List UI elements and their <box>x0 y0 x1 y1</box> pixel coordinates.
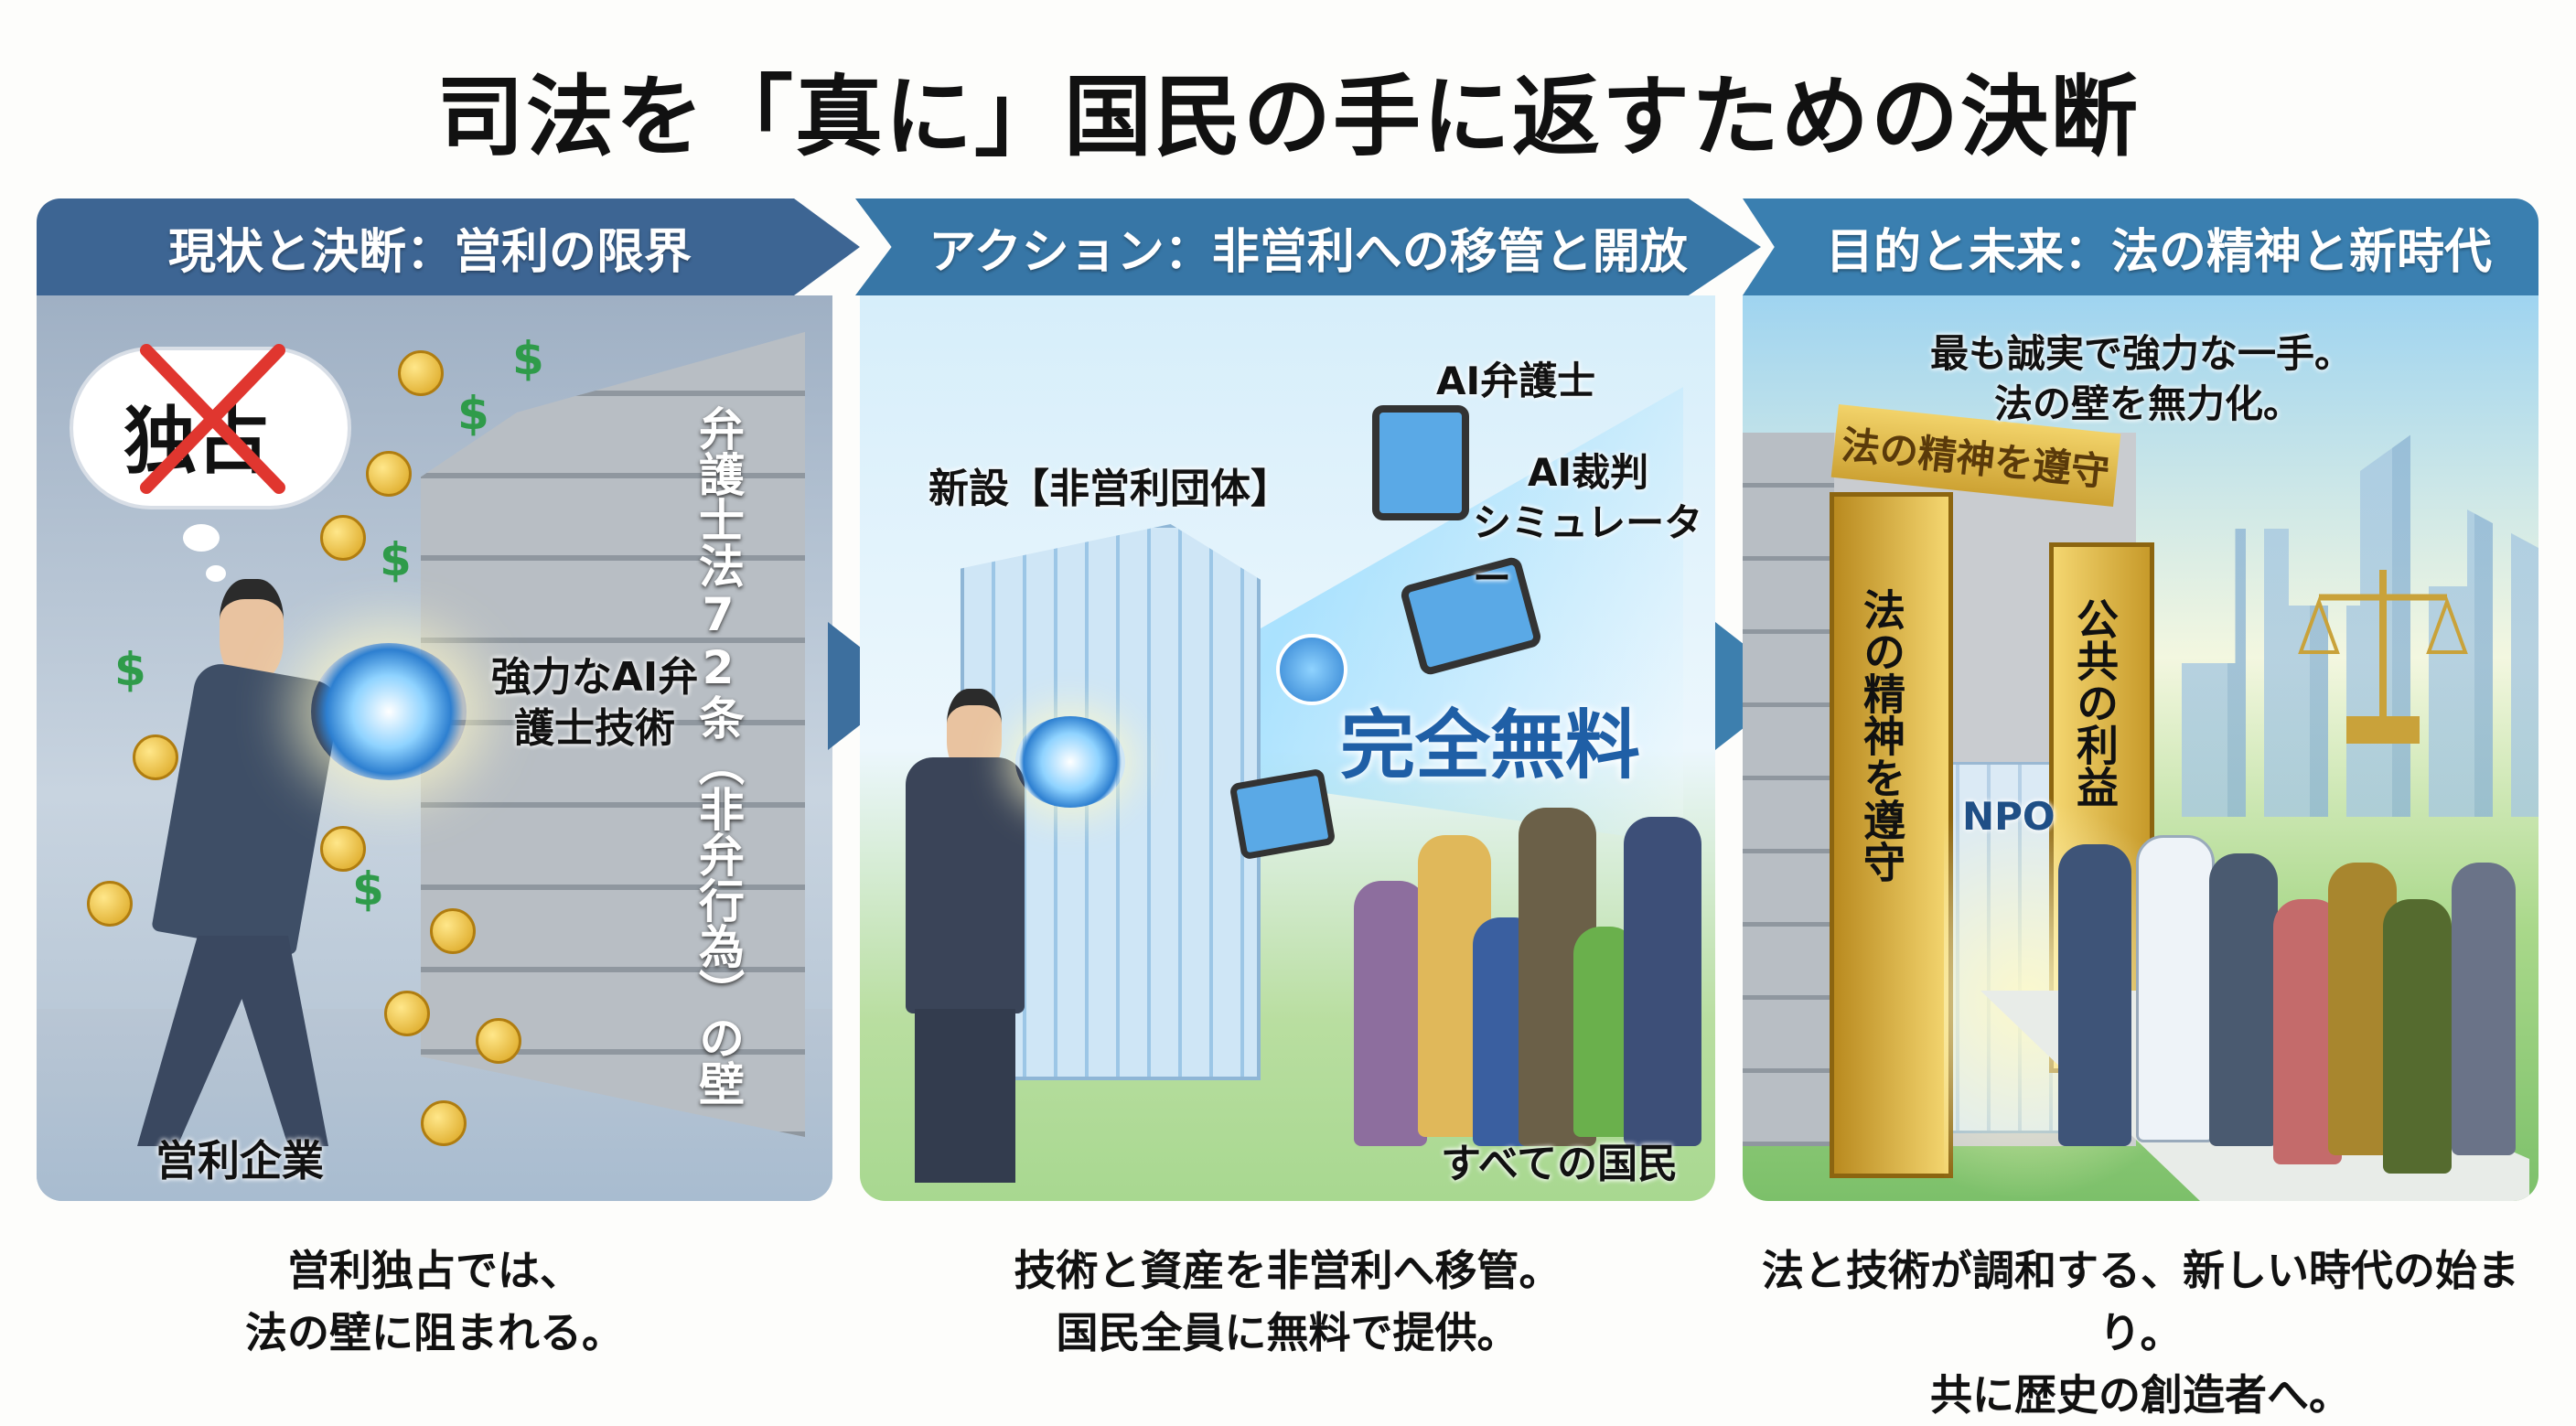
thought-bubble-dot-small <box>206 565 226 582</box>
coin <box>133 734 178 780</box>
coin <box>320 826 366 872</box>
citizen-businessman <box>1624 817 1701 1146</box>
panel-2-caption: 技術と資産を非営利へ移管。 国民全員に無料で提供。 <box>860 1239 1715 1364</box>
thought-bubble-dot <box>183 524 220 552</box>
panel-3-caption-line-2: 共に歴史の創造者へ。 <box>1930 1370 2351 1420</box>
stone-wall <box>421 332 805 1137</box>
dollar-icon: $ <box>457 387 489 440</box>
tablet-icon <box>1229 767 1336 861</box>
panel-1-caption-line-1: 営利独占では、 <box>287 1246 582 1295</box>
held-brain-icon <box>1015 716 1125 808</box>
company-label: 営利企業 <box>156 1136 324 1185</box>
panel-3-caption: 法と技術が調和する、新しい時代の始まり。 共に歴史の創造者へ。 <box>1729 1239 2552 1426</box>
coin <box>384 991 430 1036</box>
panel-2-header-text: アクション：非営利への移管と開放 <box>928 224 1688 280</box>
citizen-elderly-woman <box>1354 881 1427 1146</box>
headline-line-1: 最も誠実で強力な一手。 <box>1930 331 2354 376</box>
dollar-icon: $ <box>352 863 384 916</box>
coin <box>430 908 476 954</box>
panel-1-header-text: 現状と決断：営利の限界 <box>167 224 692 280</box>
panel-1-caption-line-2: 法の壁に阻まれる。 <box>245 1308 624 1357</box>
panel-1-header: 現状と決断：営利の限界 <box>37 198 860 295</box>
panel-2-illustration: 新設【非営利団体】 AI弁護士 AI裁判 シミュレーター 完全無料 すべての国民 <box>860 295 1715 1201</box>
dollar-icon: $ <box>380 533 412 586</box>
ai-trial-simulator-label-2: シミュレーター <box>1473 500 1703 601</box>
right-door-label: 公共の利益 <box>2070 597 2120 808</box>
tablet-ai-lawyer-icon <box>1372 405 1469 520</box>
panel-1-caption: 営利独占では、 法の壁に阻まれる。 <box>37 1239 832 1364</box>
headline-line-2: 法の壁を無力化。 <box>1994 381 2302 426</box>
coin <box>87 881 133 927</box>
citizens-label: すべての国民 <box>1441 1141 1679 1187</box>
coin <box>398 350 444 396</box>
nonprofit-label: 新設【非営利団体】 <box>928 466 1291 512</box>
panel-3-caption-line-1: 法と技術が調和する、新しい時代の始まり。 <box>1762 1246 2519 1357</box>
coin <box>320 515 366 561</box>
cross-out-icon <box>140 344 285 494</box>
panel-3-header-text: 目的と未来：法の精神と新時代 <box>1825 224 2492 280</box>
wall-label: 弁護士法72条（非弁行為）の壁 <box>692 405 745 1106</box>
npo-sign: NPO <box>1962 794 2055 839</box>
presenter-body <box>906 757 1025 1013</box>
walking-citizen <box>2383 899 2452 1174</box>
panel-2-header: アクション：非営利への移管と開放 <box>855 198 1761 295</box>
coin <box>366 451 412 497</box>
walking-businessman <box>2058 844 2131 1146</box>
presenter-legs <box>915 1009 1015 1183</box>
page-title: 司法を「真に」国民の手に返すための決断 <box>436 66 2140 168</box>
businessman-head <box>220 579 284 681</box>
coin <box>476 1018 521 1064</box>
left-door-label: 法の精神を遵守 <box>1857 588 1906 883</box>
dollar-icon: $ <box>512 332 544 385</box>
panel-3-illustration: 法の精神を遵守 法の精神を遵守 公共の利益 NPO 最も誠実で強力な一手。 法の… <box>1743 295 2538 1201</box>
ai-technology-label: 強力なAI弁護士技術 <box>490 654 699 752</box>
walking-citizen <box>2209 853 2278 1146</box>
coin <box>421 1100 467 1146</box>
scales-of-justice-icon <box>2298 570 2468 744</box>
ai-lawyer-label: AI弁護士 <box>1436 359 1596 403</box>
brain-bubble-icon <box>1276 634 1347 705</box>
ai-robot <box>2136 835 2215 1142</box>
panel-2-caption-line-1: 技術と資産を非営利へ移管。 <box>1014 1246 1562 1295</box>
walking-citizen <box>2452 863 2516 1155</box>
glowing-ai-brain-icon <box>311 643 467 780</box>
panel-2-caption-line-2: 国民全員に無料で提供。 <box>1056 1308 1519 1357</box>
dollar-icon: $ <box>114 643 146 696</box>
panel-1-illustration: 独占 弁護士法72条（非弁行為）の壁 強力なAI弁護士技術 営利企業 $ $ $… <box>37 295 832 1201</box>
panel-3-header: 目的と未来：法の精神と新時代 <box>1743 198 2538 295</box>
free-label: 完全無料 <box>1340 702 1641 789</box>
ai-trial-simulator-label-1: AI裁判 <box>1528 450 1649 495</box>
